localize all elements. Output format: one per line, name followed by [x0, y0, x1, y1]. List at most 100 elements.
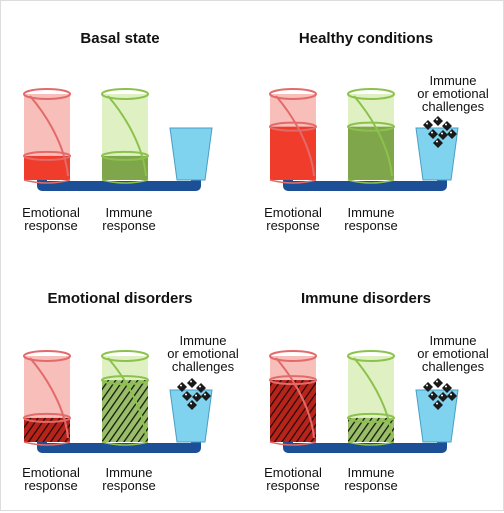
challenge-stone [433, 138, 443, 148]
immune-vessel-hose [107, 95, 147, 177]
emotional-vessel [269, 350, 317, 446]
immune-vessel-rim [347, 88, 395, 100]
challenge-stone [433, 378, 443, 388]
emotional-vessel-hose [29, 95, 69, 177]
emotional-vessel-liquid-surface [23, 150, 71, 161]
challenge-stones [423, 116, 457, 148]
challenge-stone [433, 116, 443, 126]
immune-vessel-hose [107, 357, 147, 439]
immune-vessel-hose [353, 95, 393, 177]
challenge-stone [182, 391, 192, 401]
challenge-stone-highlight [180, 384, 182, 387]
panel-title: Emotional disorders [47, 290, 193, 307]
challenge-stone-highlight [436, 380, 438, 383]
challenge-stone [438, 392, 448, 402]
immune-vessel-base [101, 441, 149, 446]
immune-vessel-liquid-surface [347, 412, 395, 423]
emotional-vessel-base [23, 441, 71, 446]
challenge-stone [187, 400, 197, 410]
challenge-stone [177, 382, 187, 392]
challenge-stone [442, 383, 452, 393]
emotional-vessel-rim [23, 350, 71, 362]
challenge-stone [428, 391, 438, 401]
challenge-stones [423, 378, 457, 410]
immune-vessel [101, 350, 149, 446]
vessel-diagram [23, 350, 213, 453]
challenge-cup-body [169, 127, 213, 181]
emotional-vessel-base [269, 179, 317, 184]
immune-vessel [347, 88, 395, 184]
challenge-stone [423, 382, 433, 392]
challenge-stone [196, 383, 206, 393]
emotional-vessel-rim [269, 350, 317, 362]
immune-vessel-liquid-surface [101, 375, 149, 386]
challenge-stone-highlight [445, 123, 447, 126]
emotional-vessel-liquid-surface [269, 375, 317, 386]
challenge-stone-highlight [199, 385, 201, 388]
immune-vessel-base [347, 179, 395, 184]
challenge-stone-highlight [436, 140, 438, 143]
challenge-stone-highlight [441, 132, 443, 135]
panel-title: Basal state [80, 30, 160, 47]
immune-vessel [347, 350, 395, 446]
emotional-vessel-liquid [270, 380, 316, 442]
immune-vessel-liquid-surface [347, 121, 395, 132]
challenge-stone-highlight [450, 131, 452, 134]
immune-vessel-rim [347, 350, 395, 362]
challenge-stone [201, 391, 211, 401]
immune-vessel-rim [101, 88, 149, 100]
immune-vessel-hose [353, 357, 393, 439]
emotional-vessel [269, 88, 317, 184]
challenge-stone [442, 121, 452, 131]
emotional-vessel [23, 350, 71, 446]
challenge-stone-highlight [426, 122, 428, 125]
challenge-stone-highlight [185, 393, 187, 396]
challenge-stone-highlight [441, 394, 443, 397]
emotional-vessel-hose [275, 357, 315, 439]
challenge-stone-highlight [450, 393, 452, 396]
emotional-vessel-base [23, 179, 71, 184]
challenge-stone-highlight [431, 393, 433, 396]
emotional-vessel-liquid-surface [269, 121, 317, 132]
immune-vessel-liquid [102, 380, 148, 442]
challenge-stone-highlight [426, 384, 428, 387]
challenge-stone [438, 130, 448, 140]
emotional-vessel-liquid-surface [23, 412, 71, 423]
panel-title: Immune disorders [300, 290, 432, 307]
challenge-stone [192, 392, 202, 402]
challenge-stone-highlight [445, 385, 447, 388]
panel-title: Healthy conditions [298, 30, 434, 47]
emotional-vessel-hose [29, 357, 69, 439]
challenge-stone [428, 129, 438, 139]
challenge-stones [177, 378, 211, 410]
immune-vessel-base [101, 179, 149, 184]
challenge-stone-highlight [431, 131, 433, 134]
immune-vessel-rim [101, 350, 149, 362]
emotional-vessel-rim [23, 88, 71, 100]
emotional-vessel [23, 88, 71, 184]
challenge-stone-highlight [204, 393, 206, 396]
vessel-diagram [269, 88, 459, 191]
challenge-stone [433, 400, 443, 410]
challenge-stone-highlight [190, 402, 192, 405]
immune-vessel-liquid-surface [101, 150, 149, 161]
emotional-vessel-hose [275, 95, 315, 177]
challenge-stone-highlight [436, 402, 438, 405]
challenge-stone-highlight [190, 380, 192, 383]
challenge-stone [447, 129, 457, 139]
challenge-stone [447, 391, 457, 401]
vessel-diagram [23, 88, 213, 191]
challenge-stone-highlight [436, 118, 438, 121]
challenge-stone [187, 378, 197, 388]
